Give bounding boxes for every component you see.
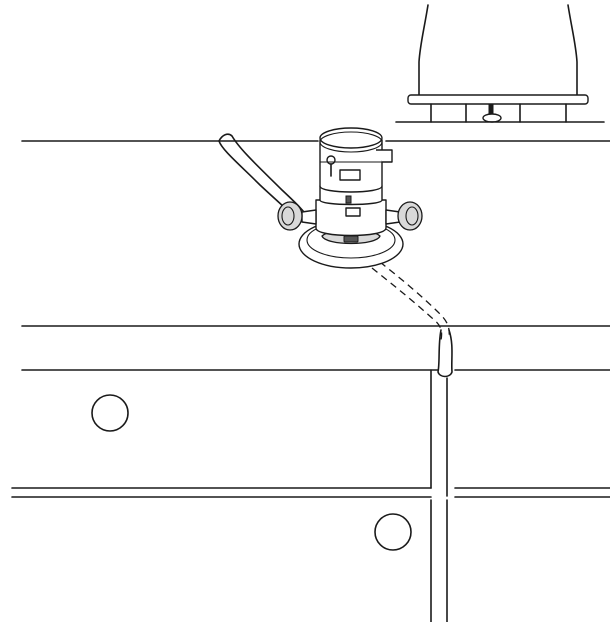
router-power-switch bbox=[376, 149, 393, 163]
router-lock-lever bbox=[345, 195, 352, 204]
right-handle-knob-inner bbox=[405, 206, 419, 226]
drawer-right bbox=[454, 487, 610, 498]
drawer-upper-left bbox=[11, 369, 432, 489]
cabinet-stile bbox=[430, 377, 448, 622]
overhead-knob bbox=[482, 113, 502, 123]
router-motor-body bbox=[319, 139, 383, 193]
overhead-unit bbox=[395, 4, 605, 123]
router-lower-housing bbox=[315, 199, 387, 237]
router-motor-top-cap bbox=[319, 127, 383, 149]
seam-front-edge bbox=[437, 329, 453, 378]
router-right-handle bbox=[385, 201, 423, 231]
left-handle-knob-inner bbox=[281, 206, 295, 226]
overhead-unit-base bbox=[407, 94, 589, 105]
router-depth-window bbox=[345, 207, 361, 217]
drawer-upper-knob bbox=[91, 394, 129, 432]
overhead-unit-right-edge bbox=[567, 4, 578, 96]
router-left-handle bbox=[277, 201, 317, 231]
router-switch-screw bbox=[326, 155, 336, 165]
overhead-spindle bbox=[488, 103, 494, 115]
router-bit-slot bbox=[343, 235, 359, 243]
drawer-lower-knob bbox=[374, 513, 412, 551]
drawer-lower-left bbox=[11, 496, 432, 551]
router-motor-top-band bbox=[319, 131, 383, 153]
overhead-unit-left-edge bbox=[418, 4, 429, 96]
left-handle-neck bbox=[301, 209, 317, 225]
countertop bbox=[21, 140, 610, 371]
router-motor-label bbox=[339, 169, 361, 181]
seam-hidden-dashed-a bbox=[371, 267, 443, 341]
router bbox=[277, 127, 423, 269]
